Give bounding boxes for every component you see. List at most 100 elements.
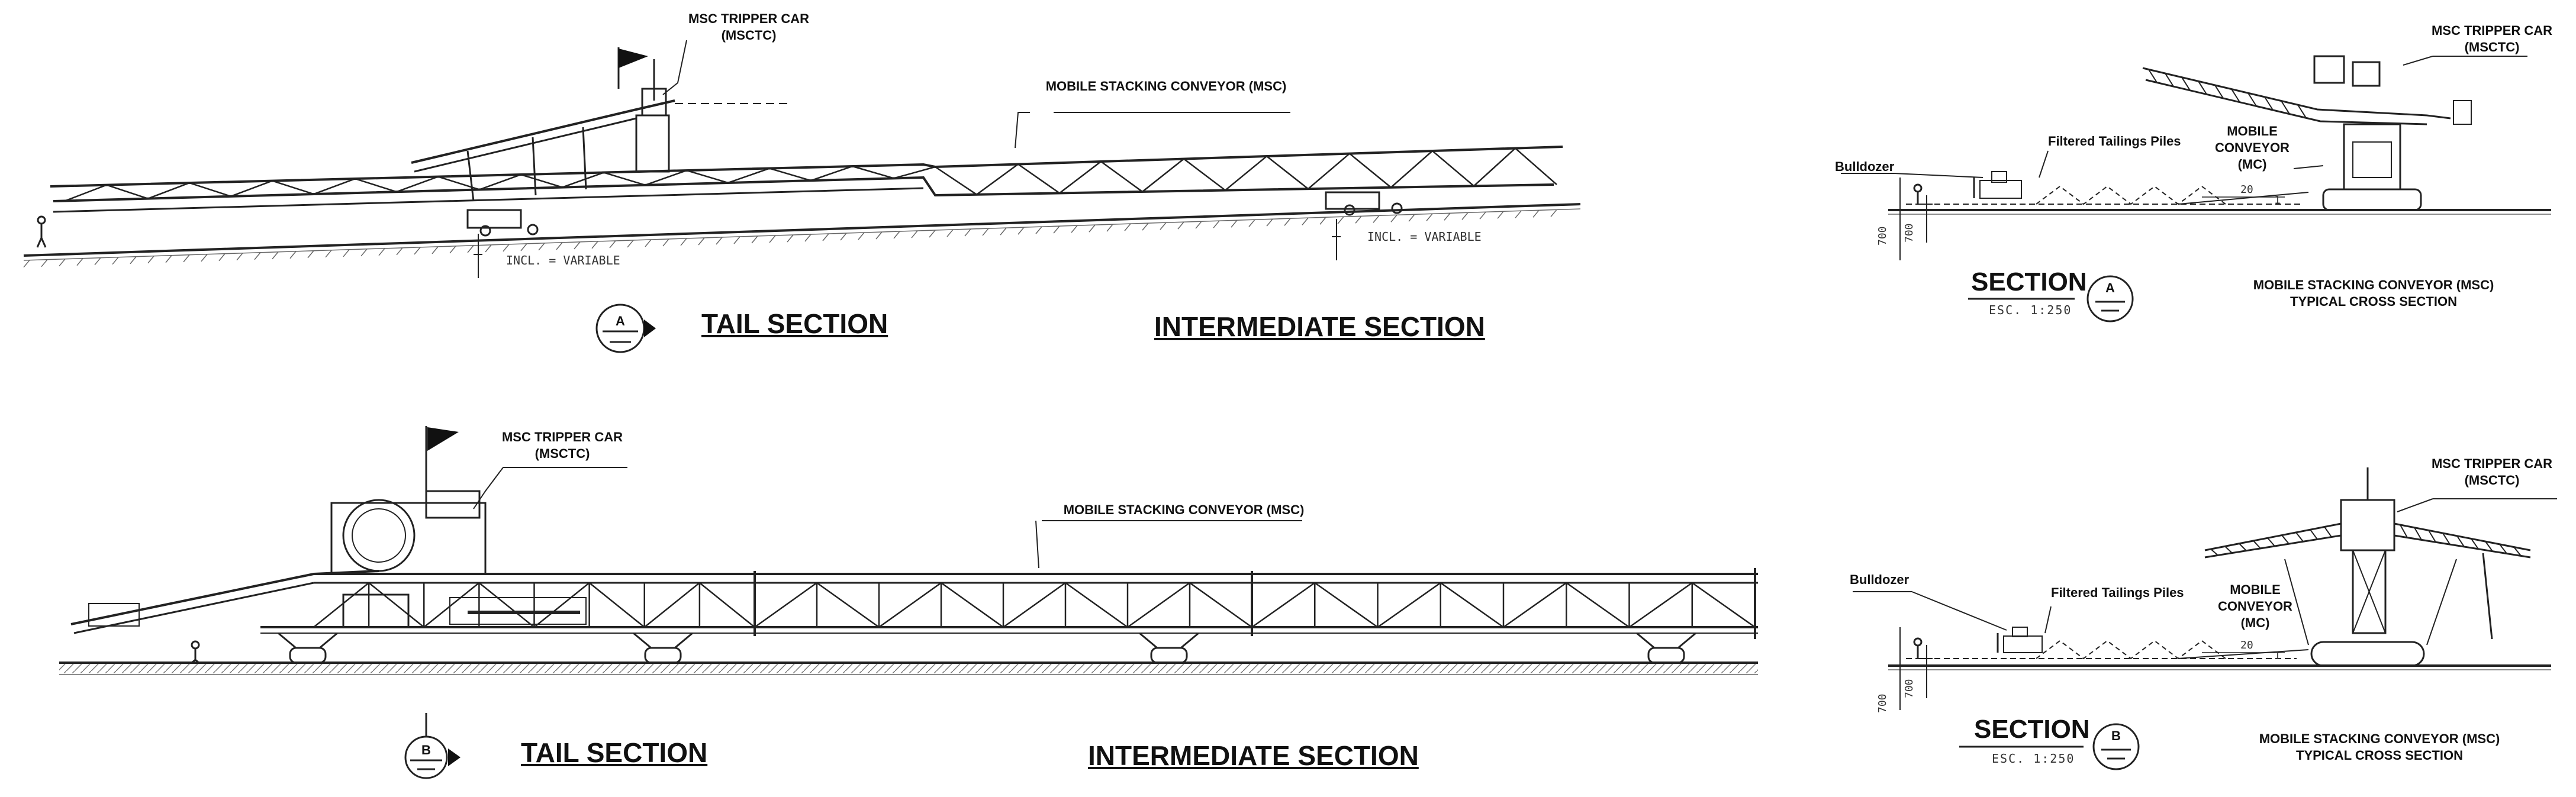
conveyor-label-a: MOBILE STACKING CONVEYOR (MSC) bbox=[1045, 79, 1287, 93]
truss-diagonal bbox=[878, 582, 942, 628]
truss-diagonal bbox=[645, 169, 687, 186]
tail-section-title-a: TAIL SECTION bbox=[701, 308, 888, 339]
bulldozer-label-a: Bulldozer bbox=[1835, 159, 1895, 174]
ground-hatch bbox=[680, 238, 687, 246]
side-elevation-a bbox=[23, 40, 1581, 353]
dim-700-a2: 700 bbox=[1903, 223, 1915, 243]
ground-hatch bbox=[1266, 218, 1273, 227]
mobile-conveyor-label-a: MOBILE CONVEYOR (MC) bbox=[2215, 124, 2290, 172]
tripper-car-label-c: MSC TRIPPER CAR (MSCTC) bbox=[2431, 23, 2553, 54]
incl-label-a2: INCL. = VARIABLE bbox=[1367, 230, 1482, 244]
ground-hatch bbox=[1195, 221, 1202, 229]
piles-label-b: Filtered Tailings Piles bbox=[2051, 585, 2184, 600]
crawler-leg bbox=[633, 632, 652, 649]
ground-hatch bbox=[112, 257, 119, 265]
ground-hatch bbox=[1532, 209, 1540, 218]
boom-lattice bbox=[2281, 100, 2290, 115]
ground-hatch bbox=[467, 245, 474, 253]
ground-hatch bbox=[591, 241, 598, 249]
ground-hatch bbox=[1106, 224, 1113, 232]
boom-lattice bbox=[2181, 77, 2191, 91]
ground-hatch bbox=[1017, 227, 1025, 235]
arm-lattice bbox=[2513, 546, 2522, 557]
ground-hatch bbox=[360, 249, 368, 257]
crawler-leg bbox=[674, 632, 693, 649]
ground-hatch bbox=[1053, 225, 1060, 234]
crawler-track bbox=[1647, 647, 1685, 664]
arm-lattice bbox=[2499, 544, 2507, 554]
bulldozer-label-b: Bulldozer bbox=[1850, 572, 1910, 587]
truss-diagonal bbox=[479, 173, 521, 191]
ground-hatch bbox=[1390, 214, 1398, 222]
truss-diagonal bbox=[189, 182, 231, 198]
truss-diagonal bbox=[1017, 163, 1060, 194]
truss-diagonal bbox=[1377, 582, 1441, 628]
truss-diagonal bbox=[893, 166, 936, 179]
ground-hatch bbox=[964, 228, 971, 237]
ground-hatch bbox=[751, 235, 758, 244]
ground-hatch bbox=[1408, 214, 1415, 222]
slope-1-a: 1 bbox=[2274, 194, 2281, 206]
slope-20-b: 20 bbox=[2240, 639, 2253, 651]
section-word-b: SECTION bbox=[1974, 715, 2090, 744]
tripper-car-label-b: MSC TRIPPER CAR (MSCTC) bbox=[501, 430, 623, 461]
truss-diagonal bbox=[976, 163, 1019, 195]
ground-hatch bbox=[396, 247, 403, 256]
truss-diagonal bbox=[1189, 582, 1252, 628]
truss-diagonal bbox=[520, 173, 563, 188]
truss-diagonal bbox=[852, 165, 894, 179]
ground-hatch bbox=[94, 257, 101, 266]
ground-hatch bbox=[858, 232, 865, 240]
intermediate-section-title-b: INTERMEDIATE SECTION bbox=[1088, 740, 1419, 771]
crawler-leg bbox=[1636, 632, 1655, 649]
arm-lattice bbox=[2281, 534, 2290, 544]
truss-diagonal bbox=[699, 582, 755, 628]
ground-hatch bbox=[520, 243, 527, 251]
truss-diagonal bbox=[1314, 582, 1379, 628]
piles-label-a: Filtered Tailings Piles bbox=[2048, 134, 2181, 149]
section-marker-b: B bbox=[421, 743, 431, 757]
ground-hatch bbox=[1142, 222, 1149, 231]
truss-diagonal bbox=[437, 176, 480, 191]
ground-hatch bbox=[893, 231, 900, 239]
arm-lattice bbox=[2253, 540, 2261, 549]
ground-hatch bbox=[556, 242, 563, 250]
ground-hatch bbox=[1071, 225, 1078, 233]
ground-hatch bbox=[769, 235, 776, 243]
ground-hatch bbox=[1177, 221, 1184, 230]
truss-diagonal bbox=[588, 582, 645, 628]
ground-hatch bbox=[41, 259, 48, 267]
ground-hatch bbox=[1444, 212, 1451, 221]
ground-hatch bbox=[1426, 213, 1433, 221]
truss-diagonal bbox=[727, 167, 770, 184]
truss-diagonal bbox=[754, 582, 817, 628]
ground-hatch bbox=[165, 255, 172, 263]
boom-lattice bbox=[2247, 92, 2257, 107]
ground-hatch bbox=[1160, 222, 1167, 230]
ground-hatch bbox=[1319, 217, 1326, 225]
ground-hatch bbox=[1035, 226, 1042, 234]
truss-diagonal bbox=[533, 582, 590, 628]
intermediate-section-title-a: INTERMEDIATE SECTION bbox=[1154, 311, 1485, 342]
ground-hatch bbox=[1000, 227, 1007, 235]
boom-lattice bbox=[2214, 85, 2224, 99]
truss-diagonal bbox=[1432, 150, 1474, 187]
ground-hatch bbox=[503, 244, 510, 252]
ground-hatch bbox=[289, 251, 297, 259]
crawler-leg bbox=[278, 632, 297, 649]
truss-diagonal bbox=[1566, 582, 1630, 628]
truss-diagonal bbox=[1225, 156, 1267, 191]
ground-hatch bbox=[1337, 216, 1344, 224]
crawler-leg bbox=[1139, 632, 1158, 649]
boom-lattice bbox=[2165, 73, 2174, 87]
section-word-a: SECTION bbox=[1971, 267, 2087, 296]
truss-diagonal bbox=[1266, 156, 1309, 190]
arm-lattice bbox=[2456, 535, 2465, 547]
ground-hatch bbox=[218, 253, 226, 262]
ground-hatch bbox=[1089, 224, 1096, 233]
ground-hatch bbox=[840, 233, 847, 241]
ground-hatch bbox=[698, 237, 705, 246]
ground-hatch bbox=[23, 260, 30, 268]
arm-lattice bbox=[2267, 537, 2275, 547]
